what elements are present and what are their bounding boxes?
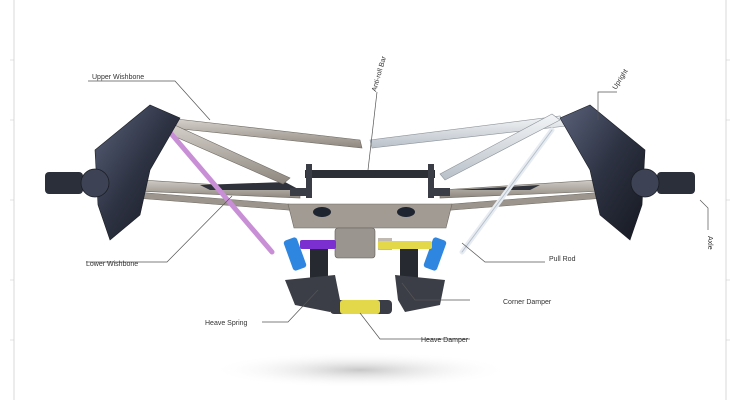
label-heave-spring: Heave Spring — [205, 320, 248, 327]
label-upright: Upright — [612, 68, 630, 91]
leader-lines — [86, 80, 709, 340]
label-pull-rod: Pull Rod — [549, 256, 576, 263]
label-lower-wishbone: Lower Wishbone — [86, 261, 138, 268]
anti-roll-bar — [290, 164, 450, 198]
label-corner-damper: Corner Damper — [503, 299, 552, 306]
pull-rod — [165, 127, 555, 255]
label-anti-roll-bar: Anti-roll Bar — [371, 55, 388, 93]
corner-damper — [283, 237, 447, 271]
drawing-frame — [10, 0, 730, 400]
upright — [94, 104, 646, 241]
heave-damper — [330, 300, 392, 314]
ground-shadow — [210, 352, 510, 388]
heave-spring — [300, 240, 336, 249]
upper-wishbone — [159, 113, 567, 185]
label-axle: Axle — [706, 236, 713, 250]
axle — [45, 168, 695, 198]
label-upper-wishbone: Upper Wishbone — [92, 74, 144, 81]
rocker-plate — [287, 203, 453, 229]
label-heave-damper: Heave Damper — [421, 337, 469, 344]
